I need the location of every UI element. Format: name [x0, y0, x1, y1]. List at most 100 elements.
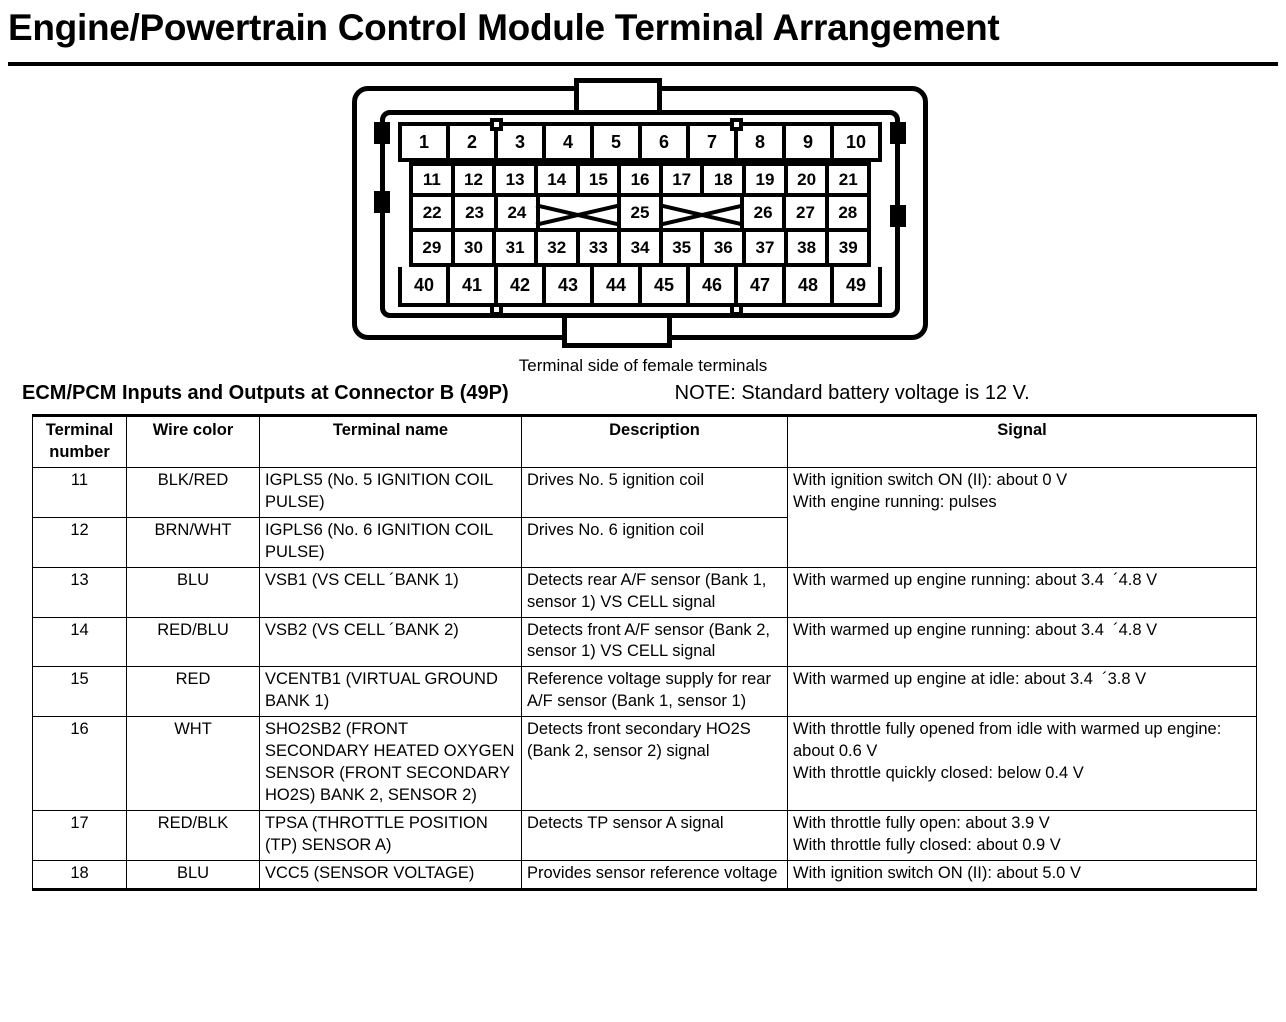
- connector-top-lug: [574, 78, 662, 112]
- cell-description: Detects rear A/F sensor (Bank 1, sensor …: [521, 566, 788, 618]
- column-header-wire-color: Wire color: [126, 415, 260, 468]
- diagram-caption: Terminal side of female terminals: [518, 356, 768, 375]
- cell-signal: With ignition switch ON (II): about 0 V …: [787, 466, 1257, 568]
- pin-cell-3: 3: [498, 126, 546, 158]
- pin-cell-6: 6: [642, 126, 690, 158]
- cell-signal: With warmed up engine at idle: about 3.4…: [787, 666, 1257, 718]
- terminal-number-line1: Terminal: [45, 421, 114, 439]
- pin-cell-18: 18: [704, 166, 747, 193]
- pin-cell-41: 41: [450, 267, 498, 303]
- pin-cell-4: 4: [546, 126, 594, 158]
- cell-signal: With throttle fully open: about 3.9 V Wi…: [787, 810, 1257, 861]
- pin-cell-16: 16: [621, 166, 663, 193]
- column-header-description: Description: [521, 415, 788, 468]
- pin-cell-38: 38: [787, 232, 830, 263]
- terminal-number-line2: number: [49, 442, 110, 461]
- pin-cell-45: 45: [642, 267, 690, 303]
- alignment-tab-bottom-right: [730, 303, 743, 316]
- pin-cell-9: 9: [786, 126, 834, 158]
- pin-cell-23: 23: [455, 197, 498, 228]
- pin-cell-22: 22: [413, 197, 456, 228]
- pin-cell-unused: [540, 197, 621, 228]
- cell-description: Provides sensor reference voltage: [521, 859, 788, 890]
- pin-cell-2: 2: [450, 126, 498, 158]
- pin-cell-32: 32: [537, 232, 580, 263]
- pin-cell-11: 11: [413, 166, 455, 193]
- title-divider: [8, 62, 1278, 66]
- cell-terminal-number: 16: [32, 716, 127, 811]
- locking-nub-right-lower: [890, 205, 906, 227]
- cell-terminal-number: 18: [32, 859, 127, 890]
- pin-cell-25: 25: [620, 197, 664, 228]
- pin-cell-21: 21: [829, 166, 868, 193]
- pin-cell-46: 46: [690, 267, 738, 303]
- cell-description: Reference voltage supply for rear A/F se…: [521, 666, 788, 718]
- column-header-signal: Signal: [787, 415, 1257, 468]
- cell-wire-color: RED: [126, 666, 260, 718]
- cell-description: Detects TP sensor A signal: [521, 810, 788, 861]
- alignment-tab-bottom-left: [490, 303, 503, 316]
- cell-terminal-name: IGPLS6 (No. 6 IGNITION COIL PULSE): [259, 516, 522, 568]
- column-header-terminal-name: Terminal name: [259, 415, 522, 468]
- pin-cell-unused: [663, 197, 744, 228]
- cell-wire-color: WHT: [126, 716, 260, 811]
- alignment-tab-top-right: [730, 118, 743, 131]
- section-title: ECM/PCM Inputs and Outputs at Connector …: [22, 382, 509, 404]
- locking-nub-left-upper: [374, 122, 390, 144]
- pin-cell-28: 28: [828, 197, 867, 228]
- cell-description: Drives No. 5 ignition coil: [521, 466, 788, 518]
- pin-cell-7: 7: [690, 126, 738, 158]
- cell-terminal-number: 17: [32, 810, 127, 861]
- pin-cell-10: 10: [834, 126, 878, 158]
- pin-cell-19: 19: [746, 166, 788, 193]
- pin-cell-42: 42: [498, 267, 546, 303]
- connector-bottom-lug: [562, 318, 672, 348]
- alignment-tab-top-left: [490, 118, 503, 131]
- cell-signal: With warmed up engine running: about 3.4…: [787, 566, 1257, 618]
- pin-cell-43: 43: [546, 267, 594, 303]
- page-title: Engine/Powertrain Control Module Termina…: [8, 7, 1000, 48]
- cell-terminal-name: IGPLS5 (No. 5 IGNITION COIL PULSE): [259, 466, 522, 518]
- pin-cell-1: 1: [402, 126, 450, 158]
- cell-terminal-number: 12: [32, 516, 127, 568]
- pin-cell-13: 13: [496, 166, 538, 193]
- cell-terminal-name: VCC5 (SENSOR VOLTAGE): [259, 859, 522, 890]
- pin-cell-40: 40: [402, 267, 450, 303]
- cell-wire-color: BLU: [126, 566, 260, 618]
- pin-cell-24: 24: [497, 197, 541, 228]
- pin-cell-33: 33: [579, 232, 622, 263]
- cell-terminal-number: 13: [32, 566, 127, 618]
- pin-cell-30: 30: [454, 232, 497, 263]
- pin-cell-26: 26: [743, 197, 787, 228]
- cell-signal: With warmed up engine running: about 3.4…: [787, 616, 1257, 668]
- cell-wire-color: BLK/RED: [126, 466, 260, 518]
- pin-cell-44: 44: [594, 267, 642, 303]
- cell-terminal-name: VCENTB1 (VIRTUAL GROUND BANK 1): [259, 666, 522, 718]
- locking-nub-right-upper: [890, 122, 906, 144]
- pin-cell-12: 12: [454, 166, 497, 193]
- cell-signal: With throttle fully opened from idle wit…: [787, 716, 1257, 811]
- pinout-table: Terminal number Wire color Terminal name…: [32, 414, 1257, 891]
- cell-terminal-name: VSB2 (VS CELL ´BANK 2): [259, 616, 522, 668]
- cell-terminal-name: VSB1 (VS CELL ´BANK 1): [259, 566, 522, 618]
- pin-cell-31: 31: [496, 232, 538, 263]
- pin-cell-39: 39: [829, 232, 868, 263]
- cell-description: Detects front secondary HO2S (Bank 2, se…: [521, 716, 788, 811]
- pin-cell-35: 35: [662, 232, 705, 263]
- pin-cell-37: 37: [746, 232, 788, 263]
- cell-terminal-number: 14: [32, 616, 127, 668]
- section-header-bar: ECM/PCM Inputs and Outputs at Connector …: [22, 382, 1278, 405]
